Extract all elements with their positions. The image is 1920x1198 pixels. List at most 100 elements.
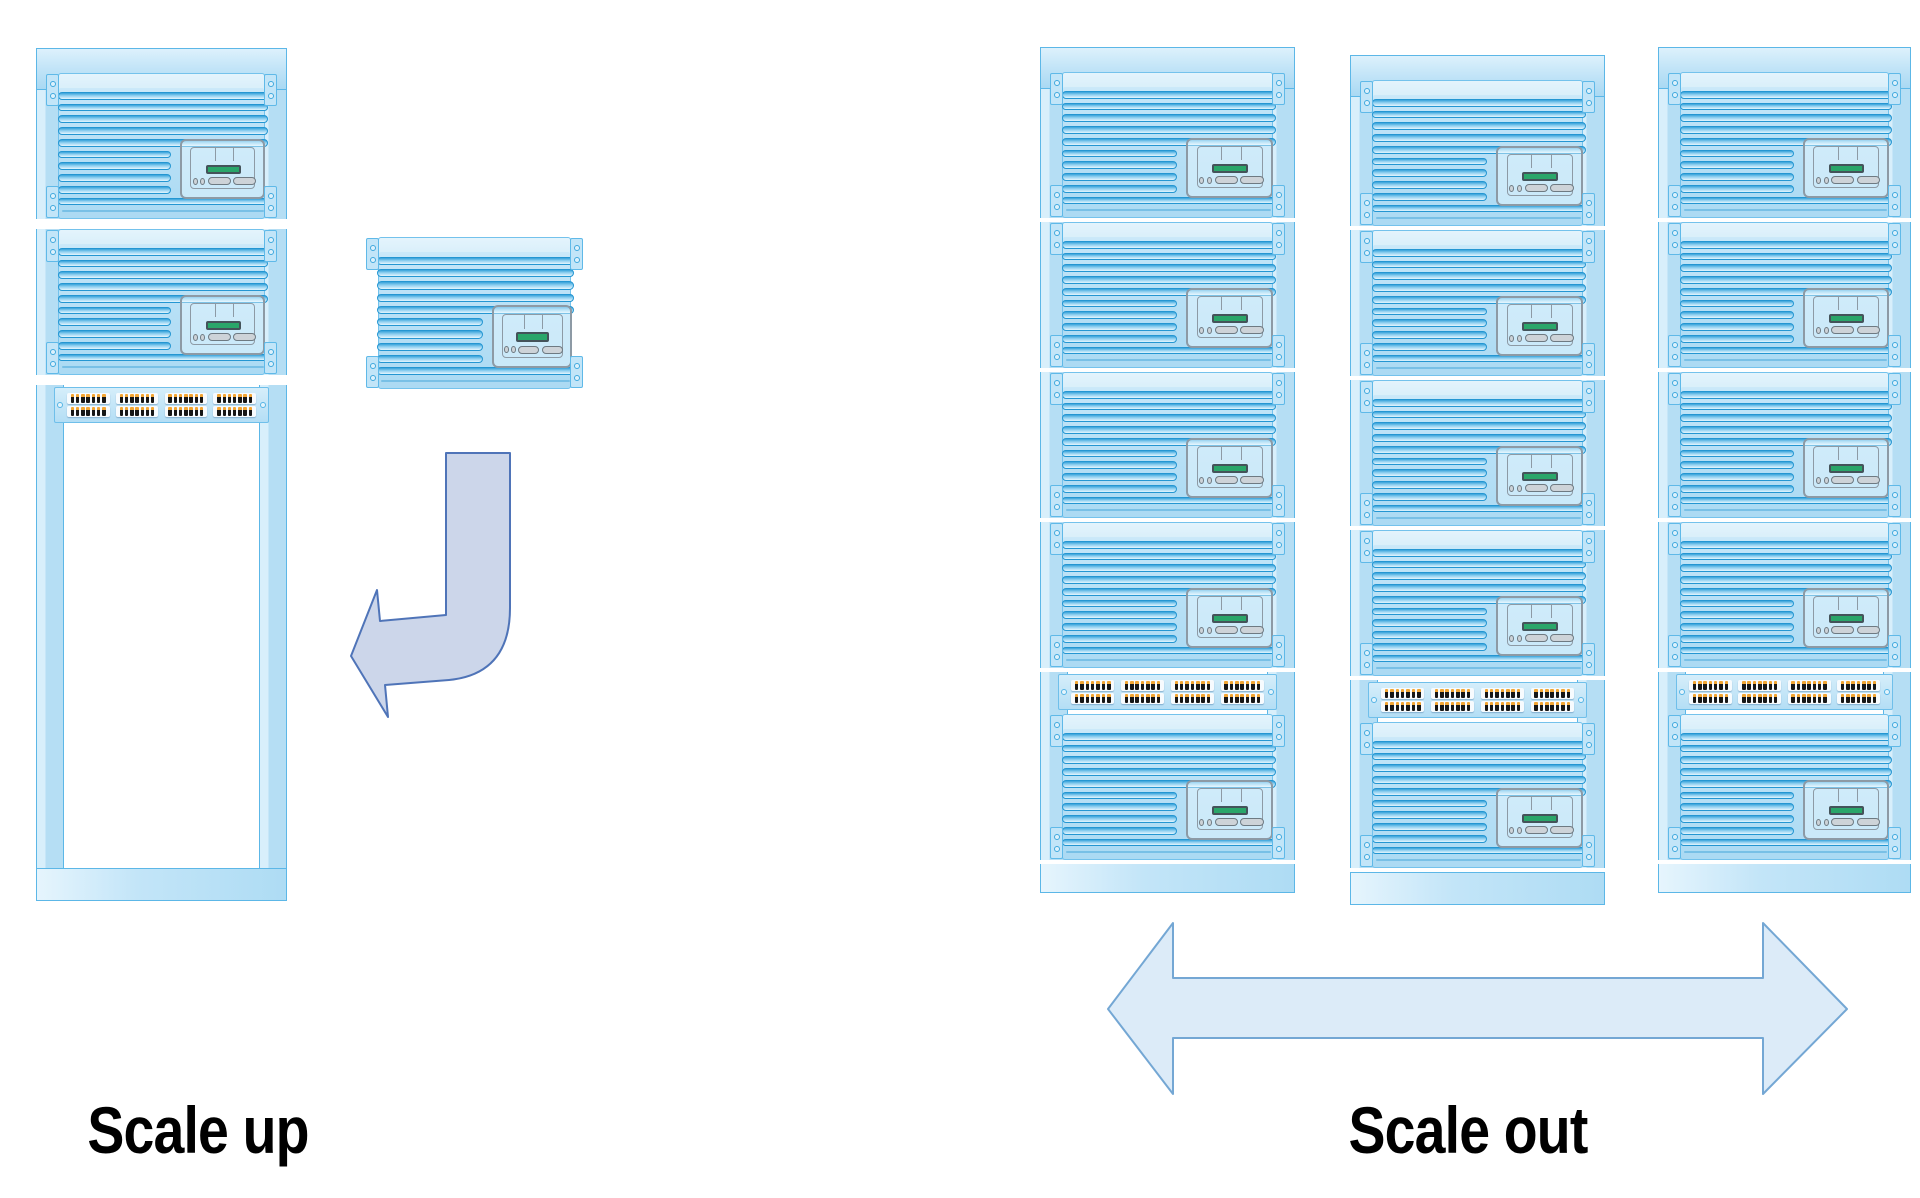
ethernet-port	[1395, 689, 1400, 698]
screw-hole	[1891, 642, 1898, 648]
screw-hole	[1671, 492, 1678, 498]
screw-hole	[1053, 380, 1060, 386]
control-panel-bezel	[1196, 788, 1263, 831]
lcd-display	[205, 320, 241, 331]
ethernet-port	[151, 407, 155, 416]
screw-hole	[1053, 92, 1060, 98]
patch-panel	[1058, 674, 1277, 710]
port-group	[1430, 701, 1475, 712]
bezel-divider	[1838, 446, 1840, 461]
screw-hole	[267, 81, 274, 87]
ethernet-port	[1763, 694, 1767, 703]
bezel-divider	[1531, 604, 1533, 619]
vent-slat	[1371, 434, 1586, 442]
screw-hole	[1053, 530, 1060, 536]
screw-hole	[1585, 842, 1592, 848]
lcd-display	[1828, 163, 1865, 174]
vent-slat	[1371, 260, 1586, 269]
mounting-ear	[1272, 827, 1285, 859]
vent-slat	[1679, 426, 1892, 434]
vent-slat	[1371, 331, 1488, 339]
ethernet-port	[1156, 681, 1161, 690]
ethernet-port	[1500, 702, 1505, 711]
ethernet-port	[1251, 681, 1255, 690]
lcd-display	[1828, 313, 1865, 324]
control-panel	[1186, 587, 1274, 648]
vent-slat	[1371, 504, 1586, 513]
control-panel	[179, 138, 266, 199]
round-button	[1199, 476, 1205, 484]
port-group	[115, 406, 159, 417]
port-group	[67, 393, 110, 404]
scale-out-rack-2	[1350, 55, 1605, 905]
ethernet-port	[1400, 702, 1405, 711]
panel-divider	[380, 380, 571, 383]
lcd-display	[1828, 463, 1865, 474]
ethernet-port	[1130, 681, 1134, 690]
control-panel-bezel	[1813, 296, 1880, 339]
screw-hole	[1891, 392, 1898, 398]
server-unit	[1668, 372, 1901, 518]
vent-slats	[1371, 398, 1586, 520]
pill-button	[207, 333, 231, 341]
round-button	[192, 333, 198, 341]
scale-up-rack	[36, 48, 287, 901]
round-button	[1815, 818, 1821, 826]
ethernet-port	[1791, 681, 1795, 690]
ethernet-port	[1156, 694, 1161, 703]
vent-slat	[1061, 402, 1276, 411]
screw-hole	[267, 193, 274, 199]
ethernet-port	[140, 394, 144, 403]
vent-slat	[1679, 311, 1795, 320]
screw-hole	[1363, 650, 1370, 656]
pill-button	[1856, 626, 1880, 634]
port-group	[1480, 701, 1525, 712]
round-button	[200, 333, 206, 341]
ethernet-port	[1240, 694, 1245, 703]
vent-slat	[1061, 496, 1276, 505]
port-row	[1381, 701, 1574, 712]
ethernet-port	[1245, 681, 1250, 690]
mounting-ear	[1668, 73, 1681, 105]
vent-slat	[1061, 449, 1178, 458]
pill-button	[1856, 818, 1880, 826]
bezel-divider	[1838, 146, 1840, 161]
vent-slat	[1371, 204, 1586, 213]
vent-slat	[1061, 173, 1178, 181]
ethernet-port	[1235, 681, 1239, 690]
vent-slat	[1679, 149, 1795, 158]
control-panel	[1496, 295, 1584, 356]
vent-slat	[1679, 552, 1892, 561]
vent-slat	[1679, 540, 1892, 549]
panel-divider	[1376, 859, 1582, 862]
screw-hole	[1671, 204, 1678, 210]
ethernet-port	[1195, 694, 1200, 703]
mounting-ear	[1582, 531, 1595, 563]
bezel-divider	[524, 314, 526, 329]
screw-hole	[1671, 654, 1678, 660]
screw-hole	[49, 205, 56, 211]
screw-hole	[1275, 80, 1282, 86]
vent-slat	[1679, 732, 1892, 741]
control-panel	[1496, 595, 1584, 656]
mounting-ear	[1582, 381, 1595, 413]
control-panel-bezel	[1196, 296, 1263, 339]
mounting-ear	[264, 186, 277, 218]
server-unit	[1050, 72, 1285, 218]
screw-hole	[1363, 512, 1370, 518]
screw-hole	[1275, 642, 1282, 648]
vent-slat	[1679, 623, 1795, 631]
ethernet-port	[1390, 689, 1394, 698]
vent-slat	[376, 293, 575, 302]
scale-out-rack-1	[1040, 47, 1295, 893]
vent-slat	[1679, 826, 1795, 835]
ethernet-port	[124, 394, 129, 403]
screw-hole	[1371, 697, 1377, 703]
double-arrow-shape	[1107, 922, 1848, 1095]
vent-slat	[1679, 334, 1795, 343]
control-panel-bezel	[1813, 596, 1880, 639]
ethernet-port	[1106, 681, 1111, 690]
vent-slats	[1679, 390, 1892, 512]
vent-slat	[376, 342, 484, 351]
